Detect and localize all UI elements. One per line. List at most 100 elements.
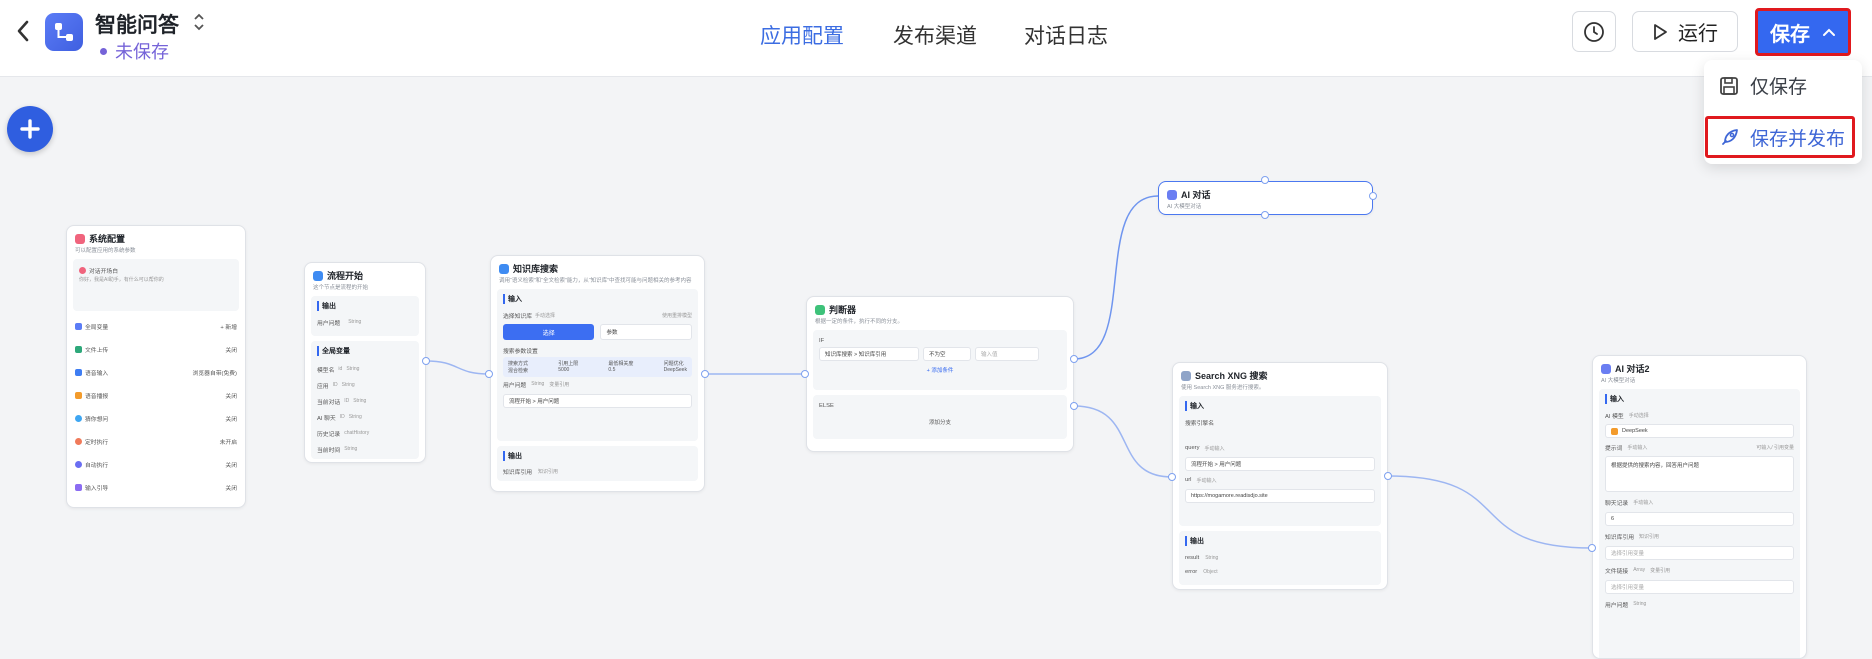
connection-handle[interactable] — [1384, 472, 1392, 480]
setting-row[interactable]: 输入引导关闭 — [75, 476, 237, 499]
setting-row[interactable]: 猜你想问关闭 — [75, 407, 237, 430]
condition-value-input[interactable]: 输入值 — [975, 347, 1039, 361]
system-settings-list: 全局变量+ 新增 文件上传关闭 语音输入浏览器自带(免费) 语音播报关闭 猜你想… — [67, 311, 245, 499]
connection-handle[interactable] — [801, 370, 809, 378]
node-desc: 使用 Search XNG 服务进行搜索。 — [1181, 385, 1265, 391]
clock-icon — [1584, 21, 1604, 42]
tab-chat-logs[interactable]: 对话日志 — [1024, 25, 1108, 48]
branch-icon — [815, 304, 825, 315]
run-button[interactable]: 运行 — [1632, 11, 1738, 52]
save-status: 未保存 — [100, 38, 169, 64]
kb-ref-select[interactable]: 选择引用变量 — [1605, 546, 1794, 560]
play-icon — [1654, 23, 1667, 40]
connection-handle[interactable] — [701, 370, 709, 378]
welcome-text-input[interactable]: 你好，我是AI助手，有什么可以帮你的 — [79, 277, 164, 283]
question-suggest-icon — [75, 415, 82, 422]
edge-judge-ai1 — [1073, 195, 1159, 360]
node-ai-chat[interactable]: AI 对话 AI 大模型对话 — [1158, 181, 1373, 215]
node-judge[interactable]: 判断器 根据一定的条件，执行不同的分支。 IF 知识库搜索 > 知识库引用 不为… — [806, 296, 1074, 452]
node-desc: 可以配置应用的系统参数 — [75, 248, 136, 254]
setting-row[interactable]: 文件上传关闭 — [75, 338, 237, 361]
input-section-title: 输入 — [1185, 401, 1375, 411]
edge-judge-search — [1073, 405, 1173, 478]
search-engine-icon — [1181, 370, 1191, 381]
condition-left-select[interactable]: 知识库搜索 > 知识库引用 — [819, 347, 919, 361]
query-input[interactable]: 流程开始 > 用户问题 — [1185, 457, 1375, 471]
back-button[interactable] — [8, 14, 38, 48]
connection-handle[interactable] — [485, 370, 493, 378]
setting-row[interactable]: 定时执行未开启 — [75, 430, 237, 453]
timer-icon — [75, 438, 82, 445]
variable-icon — [75, 323, 82, 330]
model-select[interactable]: DeepSeek — [1605, 424, 1794, 438]
app-switch-icon[interactable] — [192, 11, 206, 33]
node-searxng[interactable]: Search XNG 搜索 使用 Search XNG 服务进行搜索。 输入 搜… — [1172, 362, 1388, 590]
save-only-item[interactable]: 仅保存 — [1718, 72, 1807, 99]
ai-chat-icon — [1167, 189, 1177, 200]
output-section-title: 输出 — [1185, 536, 1375, 546]
connection-handle[interactable] — [1261, 211, 1269, 219]
settings-node-icon — [75, 233, 85, 244]
kb-param-button[interactable]: 参数 — [600, 324, 692, 340]
connection-handle[interactable] — [422, 357, 430, 365]
connection-handle[interactable] — [1070, 355, 1078, 363]
app-title: 智能问答 — [95, 14, 179, 37]
welcome-label: 对话开场白 — [89, 268, 118, 275]
input-section-title: 输入 — [1605, 394, 1794, 404]
node-title: 流程开始 — [327, 271, 364, 281]
node-title: AI 对话2 — [1615, 364, 1650, 374]
tab-app-config[interactable]: 应用配置 — [760, 25, 844, 48]
node-system-config[interactable]: 系统配置 可以配置应用的系统参数 对话开场白 你好，我是AI助手，有什么可以帮你… — [66, 225, 246, 508]
output-section-title: 输出 — [503, 451, 692, 461]
save-button[interactable]: 保存 — [1755, 8, 1851, 56]
setting-row[interactable]: 语音输入浏览器自带(免费) — [75, 361, 237, 384]
file-ref-select[interactable]: 选择引用变量 — [1605, 580, 1794, 594]
node-title: AI 对话 — [1181, 190, 1211, 200]
prompt-textarea[interactable]: 根据提供的搜索内容，回答用户问题 — [1605, 456, 1794, 492]
setting-row[interactable]: 语音播报关闭 — [75, 384, 237, 407]
connection-handle[interactable] — [1261, 176, 1269, 184]
top-bar: 智能问答 未保存 应用配置 发布渠道 对话日志 运行 保存 — [0, 0, 1872, 77]
setting-row[interactable]: 自动执行关闭 — [75, 453, 237, 476]
ai-chat-icon — [1601, 363, 1611, 374]
add-branch-button[interactable]: 添加分支 — [928, 420, 951, 426]
model-logo-icon — [1611, 427, 1618, 435]
node-kb-search[interactable]: 知识库搜索 调用“语义检索”和“全文检索”能力，从“知识库”中查找可能与问题相关… — [490, 255, 705, 492]
add-condition-button[interactable]: + 添加条件 — [926, 368, 954, 374]
save-status-text: 未保存 — [115, 42, 169, 62]
history-count-stepper[interactable]: 6 — [1605, 512, 1794, 526]
chevron-left-icon — [17, 20, 29, 42]
question-ref-select[interactable]: 流程开始 > 用户问题 — [503, 394, 692, 408]
node-desc: 这个节点是流程的开始 — [313, 285, 369, 291]
database-icon — [499, 263, 509, 274]
connection-handle[interactable] — [1369, 192, 1377, 200]
setting-row[interactable]: 全局变量+ 新增 — [75, 315, 237, 338]
node-title: Search XNG 搜索 — [1195, 371, 1268, 381]
node-desc: AI 大模型对话 — [1601, 378, 1636, 384]
node-title: 判断器 — [829, 305, 857, 315]
url-input[interactable]: https://mogamore.readisdjo.site — [1185, 489, 1375, 503]
connection-handle[interactable] — [1588, 544, 1596, 552]
condition-operator-select[interactable]: 不为空 — [923, 347, 971, 361]
save-and-publish-item[interactable]: 保存并发布 — [1705, 116, 1855, 158]
node-desc: 根据一定的条件，执行不同的分支。 — [815, 319, 904, 325]
history-button[interactable] — [1572, 11, 1616, 52]
node-ai-chat-2[interactable]: AI 对话2 AI 大模型对话 输入 AI 模型手动选择 DeepSeek 提示… — [1592, 355, 1807, 659]
connection-handle[interactable] — [1168, 473, 1176, 481]
plus-icon — [20, 119, 40, 139]
connection-handle[interactable] — [1070, 402, 1078, 410]
node-desc: 调用“语义检索”和“全文检索”能力，从“知识库”中查找可能与问题相关的参考内容 — [499, 278, 692, 284]
welcome-panel: 对话开场白 你好，我是AI助手，有什么可以帮你的 — [73, 259, 239, 311]
tab-publish-channel[interactable]: 发布渠道 — [893, 25, 977, 48]
file-upload-icon — [75, 346, 82, 353]
add-node-button[interactable] — [7, 106, 53, 152]
select-kb-button[interactable]: 选择 — [503, 324, 595, 340]
status-dot-icon — [100, 47, 107, 55]
save-dropdown-menu: 仅保存 保存并发布 — [1704, 60, 1862, 164]
save-label: 保存 — [1770, 23, 1810, 46]
